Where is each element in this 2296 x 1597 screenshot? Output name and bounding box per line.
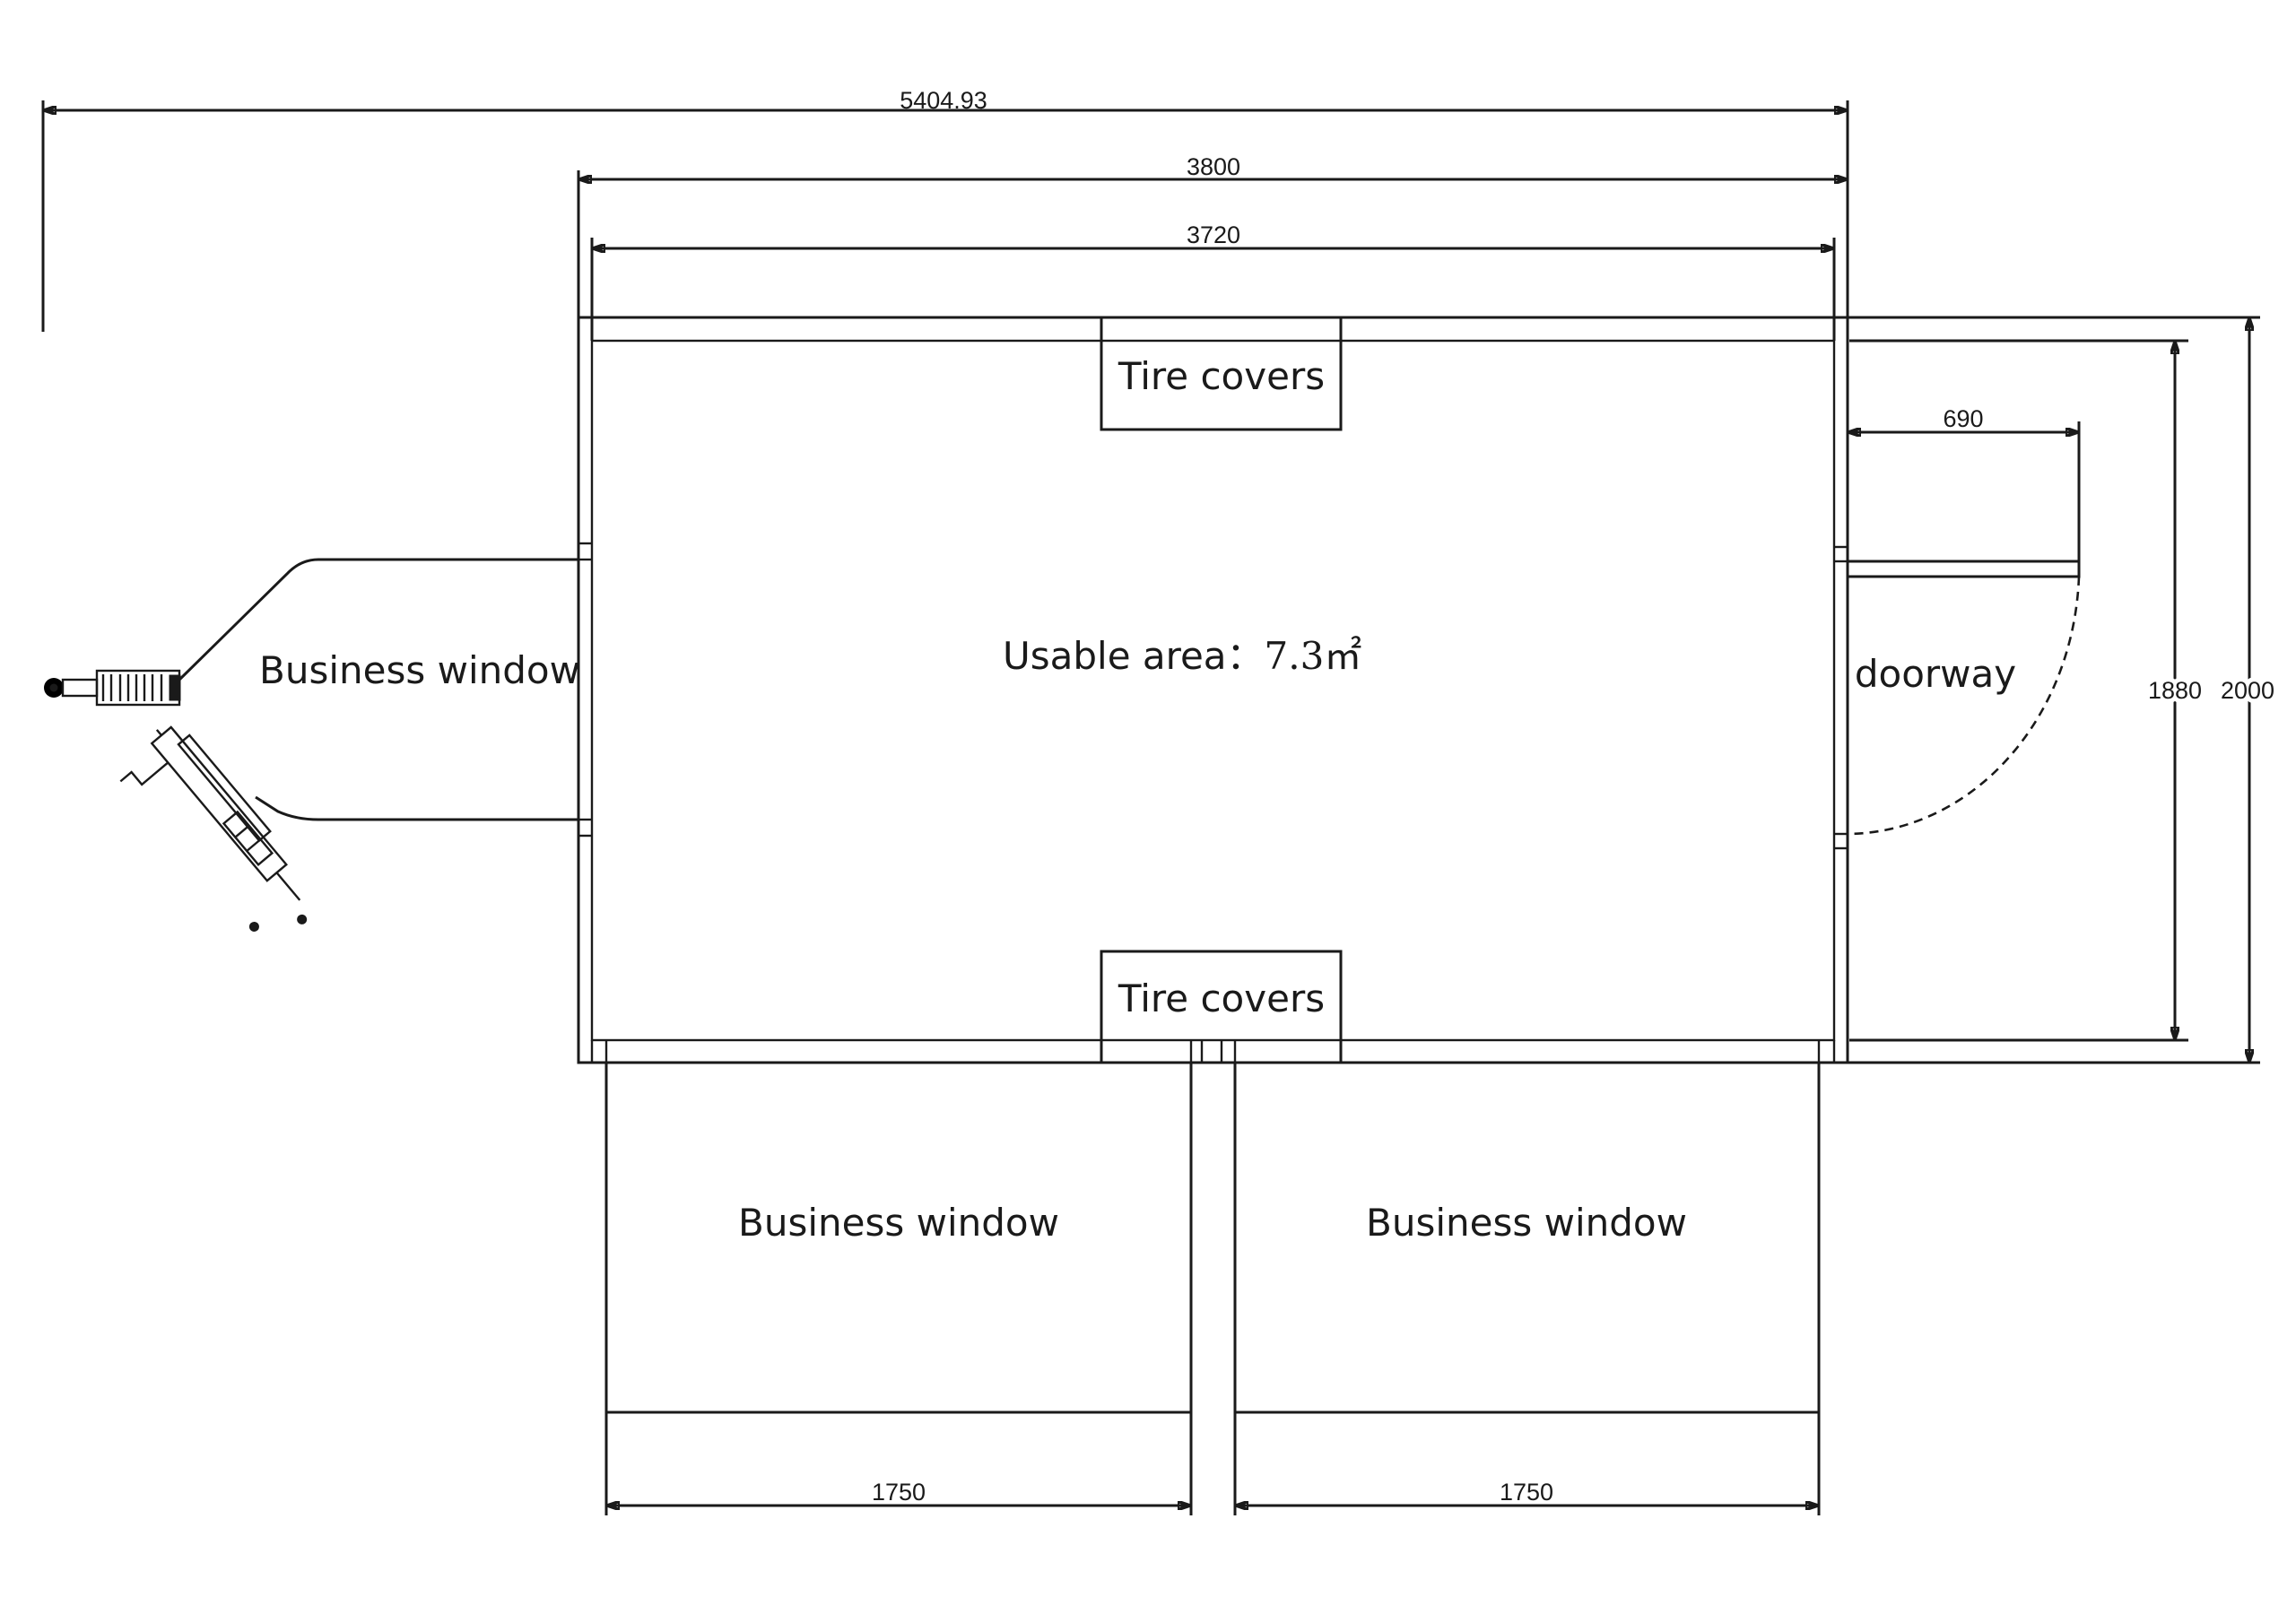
dimension-body-length-outer: 3800 xyxy=(577,153,1846,323)
doorway-label: doorway xyxy=(1855,652,2016,696)
business-window-side-right: Business window xyxy=(1233,1061,1821,1414)
tow-tongue: Business window xyxy=(176,558,580,821)
business-window-side-left: Business window xyxy=(604,1061,1193,1414)
dimension-body-length-inner: 3720 xyxy=(590,221,1836,341)
dimension-body-width-inner: 1880 xyxy=(1849,339,2206,1042)
dimension-body-length-outer-label: 3800 xyxy=(1187,153,1240,180)
tire-cover-top-label: Tire covers xyxy=(1118,354,1325,398)
doorway: doorway xyxy=(1834,545,2081,850)
dimension-body-width-outer-label: 2000 xyxy=(2221,677,2274,704)
door-swing-arc xyxy=(1847,576,2081,836)
dimension-door-width: 690 xyxy=(1849,405,2081,565)
dimension-door-width-label: 690 xyxy=(1943,405,1983,432)
door-leaf xyxy=(1846,560,2081,578)
hitch-coupler-icon xyxy=(44,669,181,707)
tire-cover-bottom: Tire covers xyxy=(1100,950,1343,1064)
business-window-front-label: Business window xyxy=(259,648,580,692)
jockey-jack-icon xyxy=(119,725,308,932)
dimension-overall-length-label: 5404.93 xyxy=(900,87,987,114)
tire-cover-top: Tire covers xyxy=(1100,316,1343,431)
business-window-side-left-label: Business window xyxy=(738,1201,1059,1245)
dimension-overall-length: 5404.93 xyxy=(41,87,1849,332)
business-window-side-right-label: Business window xyxy=(1366,1201,1687,1245)
usable-area-label: Usable area：7.3㎡ xyxy=(1003,634,1361,678)
dimension-window-left-width-label: 1750 xyxy=(872,1479,926,1506)
usable-area-value: 7.3㎡ xyxy=(1265,634,1362,678)
usable-area-prefix: Usable area： xyxy=(1003,634,1265,678)
dimension-window-right-width: 1750 xyxy=(1233,1412,1821,1515)
dimension-body-width-inner-label: 1880 xyxy=(2148,677,2202,704)
dimension-body-length-inner-label: 3720 xyxy=(1187,221,1240,248)
dimension-window-left-width: 1750 xyxy=(604,1412,1193,1515)
dimension-window-right-width-label: 1750 xyxy=(1500,1479,1553,1506)
tire-cover-bottom-label: Tire covers xyxy=(1118,976,1325,1020)
